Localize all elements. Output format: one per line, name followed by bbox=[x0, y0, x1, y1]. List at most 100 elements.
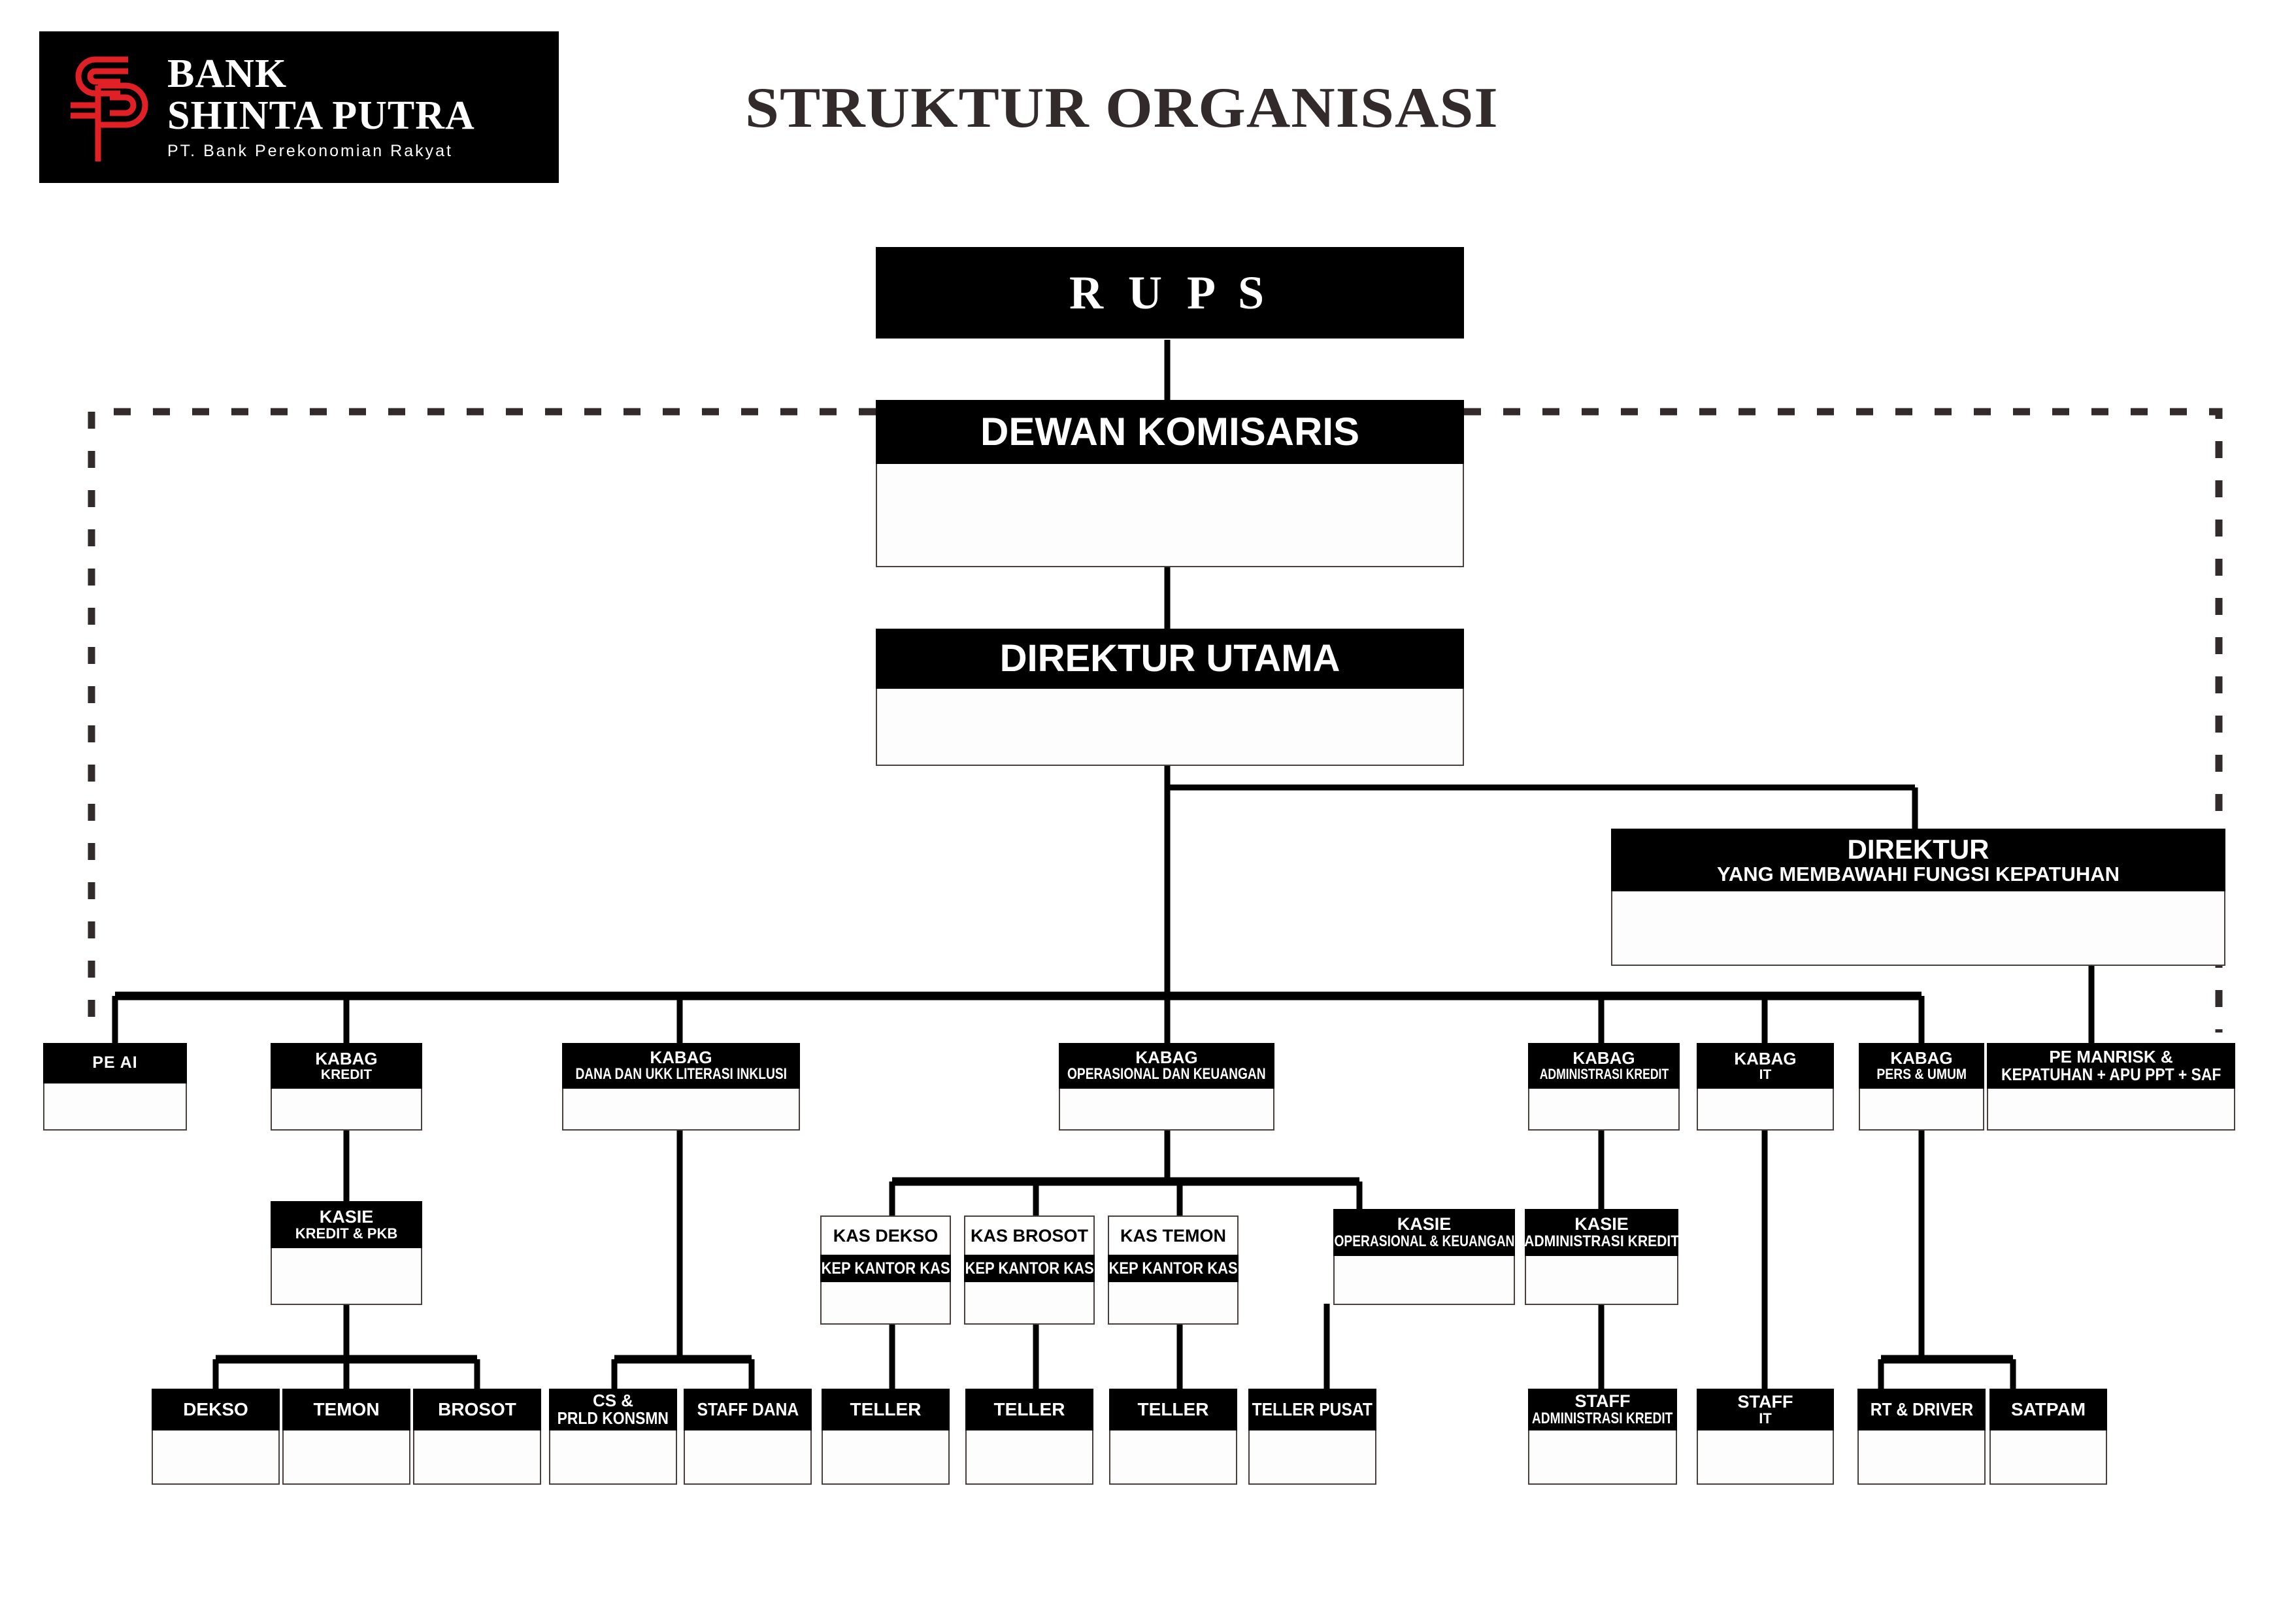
node-teller-pusat-body bbox=[1248, 1430, 1376, 1485]
node-direktur-kepatuhan[interactable]: DIREKTUR YANG MEMBAWAHI FUNGSI KEPATUHAN bbox=[1611, 829, 2225, 966]
node-kas-dekso-title: KAS DEKSO bbox=[820, 1215, 951, 1255]
node-kasie-kredit-pkb-sublabel: KREDIT & PKB bbox=[295, 1225, 398, 1242]
node-teller-3-body bbox=[1109, 1430, 1237, 1485]
node-teller-2[interactable]: TELLER bbox=[965, 1389, 1093, 1485]
node-brosot-body bbox=[413, 1430, 541, 1485]
node-kabag-it-header: KABAG IT bbox=[1697, 1043, 1834, 1089]
node-staff-it-sublabel: IT bbox=[1759, 1410, 1772, 1427]
node-satpam[interactable]: SATPAM bbox=[1989, 1389, 2107, 1485]
node-pe-manrisk-sublabel: KEPATUHAN + APU PPT + SAF bbox=[2001, 1065, 2221, 1084]
node-staff-dana-body bbox=[684, 1430, 812, 1485]
node-kabag-kredit-header: KABAG KREDIT bbox=[271, 1043, 422, 1089]
brand-line2: SHINTA PUTRA bbox=[167, 93, 475, 138]
node-teller-pusat[interactable]: TELLER PUSAT bbox=[1248, 1389, 1376, 1485]
node-kabag-kredit[interactable]: KABAG KREDIT bbox=[271, 1043, 422, 1131]
node-brosot[interactable]: BROSOT bbox=[413, 1389, 541, 1485]
node-brosot-label: BROSOT bbox=[438, 1398, 516, 1419]
node-kabag-administrasi-kredit-header: KABAG ADMINISTRASI KREDIT bbox=[1528, 1043, 1680, 1089]
node-kas-temon[interactable]: KAS TEMON KEP KANTOR KAS bbox=[1108, 1215, 1239, 1325]
node-cs-prld-konsmn-label: CS & bbox=[592, 1391, 634, 1411]
node-kasie-administrasi-kredit-body bbox=[1525, 1256, 1678, 1305]
node-staff-administrasi-kredit[interactable]: STAFF ADMINISTRASI KREDIT bbox=[1528, 1389, 1677, 1485]
node-staff-administrasi-kredit-label: STAFF bbox=[1574, 1391, 1631, 1411]
node-teller-2-body bbox=[965, 1430, 1093, 1485]
node-kas-temon-label: KAS TEMON bbox=[1120, 1225, 1226, 1246]
node-staff-dana[interactable]: STAFF DANA bbox=[684, 1389, 812, 1485]
brand-subtitle: PT. Bank Perekonomian Rakyat bbox=[167, 141, 453, 160]
node-kabag-it[interactable]: KABAG IT bbox=[1697, 1043, 1834, 1131]
node-kas-brosot[interactable]: KAS BROSOT KEP KANTOR KAS bbox=[964, 1215, 1095, 1325]
brand-logo: BANK SHINTA PUTRA PT. Bank Perekonomian … bbox=[39, 31, 559, 183]
node-kabag-dana-label: KABAG bbox=[650, 1048, 712, 1068]
node-dewan-komisaris[interactable]: DEWAN KOMISARIS bbox=[876, 400, 1464, 567]
node-rt-driver[interactable]: RT & DRIVER bbox=[1857, 1389, 1986, 1485]
node-teller-1-header: TELLER bbox=[822, 1389, 950, 1430]
node-kabag-it-label: KABAG bbox=[1734, 1048, 1797, 1068]
node-staff-dana-header: STAFF DANA bbox=[684, 1389, 812, 1430]
node-teller-2-label: TELLER bbox=[993, 1398, 1065, 1419]
node-staff-it-header: STAFF IT bbox=[1697, 1389, 1834, 1430]
node-kasie-kredit-pkb-label: KASIE bbox=[319, 1206, 374, 1227]
node-kasie-operasional-keuangan[interactable]: KASIE OPERASIONAL & KEUANGAN bbox=[1333, 1209, 1515, 1305]
node-kas-temon-band: KEP KANTOR KAS bbox=[1108, 1255, 1239, 1282]
node-kasie-administrasi-kredit-header: KASIE ADMINISTRASI KREDIT bbox=[1525, 1209, 1678, 1256]
node-kabag-administrasi-kredit[interactable]: KABAG ADMINISTRASI KREDIT bbox=[1528, 1043, 1680, 1131]
node-staff-it-label: STAFF bbox=[1737, 1391, 1793, 1412]
node-kasie-administrasi-kredit[interactable]: KASIE ADMINISTRASI KREDIT bbox=[1525, 1209, 1678, 1305]
node-teller-1[interactable]: TELLER bbox=[822, 1389, 950, 1485]
node-staff-dana-label: STAFF DANA bbox=[697, 1398, 799, 1419]
node-kasie-operasional-keuangan-body bbox=[1333, 1256, 1515, 1305]
node-kas-dekso[interactable]: KAS DEKSO KEP KANTOR KAS bbox=[820, 1215, 951, 1325]
node-kasie-kredit-pkb-body bbox=[271, 1248, 422, 1305]
node-teller-1-label: TELLER bbox=[850, 1398, 922, 1419]
node-dekso[interactable]: DEKSO bbox=[152, 1389, 280, 1485]
node-temon-body bbox=[282, 1430, 410, 1485]
node-kabag-it-body bbox=[1697, 1089, 1834, 1131]
node-kas-brosot-title: KAS BROSOT bbox=[964, 1215, 1095, 1255]
node-pe-manrisk-label: PE MANRISK & bbox=[2049, 1047, 2173, 1067]
node-kabag-administrasi-kredit-body bbox=[1528, 1089, 1680, 1131]
node-staff-administrasi-kredit-body bbox=[1528, 1430, 1677, 1485]
node-satpam-body bbox=[1989, 1430, 2107, 1485]
node-pe-ai-label: PE AI bbox=[92, 1053, 138, 1072]
node-satpam-header: SATPAM bbox=[1989, 1389, 2107, 1430]
node-kasie-operasional-keuangan-sublabel: OPERASIONAL & KEUANGAN bbox=[1334, 1232, 1514, 1250]
node-cs-prld-konsmn[interactable]: CS & PRLD KONSMN bbox=[549, 1389, 677, 1485]
node-kas-brosot-band: KEP KANTOR KAS bbox=[964, 1255, 1095, 1282]
node-kabag-pers-umum[interactable]: KABAG PERS & UMUM bbox=[1859, 1043, 1984, 1131]
node-teller-3-label: TELLER bbox=[1137, 1398, 1209, 1419]
node-kasie-administrasi-kredit-label: KASIE bbox=[1574, 1214, 1629, 1234]
node-direktur-utama-body bbox=[876, 689, 1464, 766]
node-kabag-operasional-body bbox=[1059, 1089, 1274, 1131]
node-kabag-dana[interactable]: KABAG DANA DAN UKK LITERASI INKLUSI bbox=[562, 1043, 800, 1131]
node-rups[interactable]: R U P S bbox=[876, 247, 1464, 339]
node-teller-3[interactable]: TELLER bbox=[1109, 1389, 1237, 1485]
node-direktur-utama-header: DIREKTUR UTAMA bbox=[876, 629, 1464, 689]
node-cs-prld-konsmn-sublabel: PRLD KONSMN bbox=[557, 1408, 669, 1428]
node-brosot-header: BROSOT bbox=[413, 1389, 541, 1430]
node-rups-label: R U P S bbox=[1069, 266, 1271, 319]
node-kabag-kredit-body bbox=[271, 1089, 422, 1131]
node-direktur-utama-label: DIREKTUR UTAMA bbox=[999, 637, 1340, 680]
node-temon[interactable]: TEMON bbox=[282, 1389, 410, 1485]
node-teller-3-header: TELLER bbox=[1109, 1389, 1237, 1430]
node-kas-brosot-body bbox=[964, 1282, 1095, 1325]
node-kabag-administrasi-kredit-sublabel: ADMINISTRASI KREDIT bbox=[1539, 1066, 1669, 1083]
node-kasie-kredit-pkb[interactable]: KASIE KREDIT & PKB bbox=[271, 1201, 422, 1305]
node-pe-manrisk[interactable]: PE MANRISK & KEPATUHAN + APU PPT + SAF bbox=[1987, 1043, 2235, 1131]
node-kas-temon-body bbox=[1108, 1282, 1239, 1325]
node-kasie-operasional-keuangan-header: KASIE OPERASIONAL & KEUANGAN bbox=[1333, 1209, 1515, 1256]
node-pe-ai-body bbox=[43, 1083, 187, 1131]
node-pe-ai[interactable]: PE AI bbox=[43, 1043, 187, 1131]
node-kabag-operasional[interactable]: KABAG OPERASIONAL DAN KEUANGAN bbox=[1059, 1043, 1274, 1131]
node-direktur-kepatuhan-label: DIREKTUR bbox=[1847, 834, 1989, 865]
node-kas-dekso-band: KEP KANTOR KAS bbox=[820, 1255, 951, 1282]
node-kas-dekso-body bbox=[820, 1282, 951, 1325]
node-staff-it[interactable]: STAFF IT bbox=[1697, 1389, 1834, 1485]
node-teller-pusat-header: TELLER PUSAT bbox=[1248, 1389, 1376, 1430]
node-dekso-body bbox=[152, 1430, 280, 1485]
node-direktur-utama[interactable]: DIREKTUR UTAMA bbox=[876, 629, 1464, 766]
node-kabag-dana-body bbox=[562, 1089, 800, 1131]
node-direktur-kepatuhan-sublabel: YANG MEMBAWAHI FUNGSI KEPATUHAN bbox=[1716, 862, 2120, 885]
node-rt-driver-label: RT & DRIVER bbox=[1870, 1398, 1973, 1419]
